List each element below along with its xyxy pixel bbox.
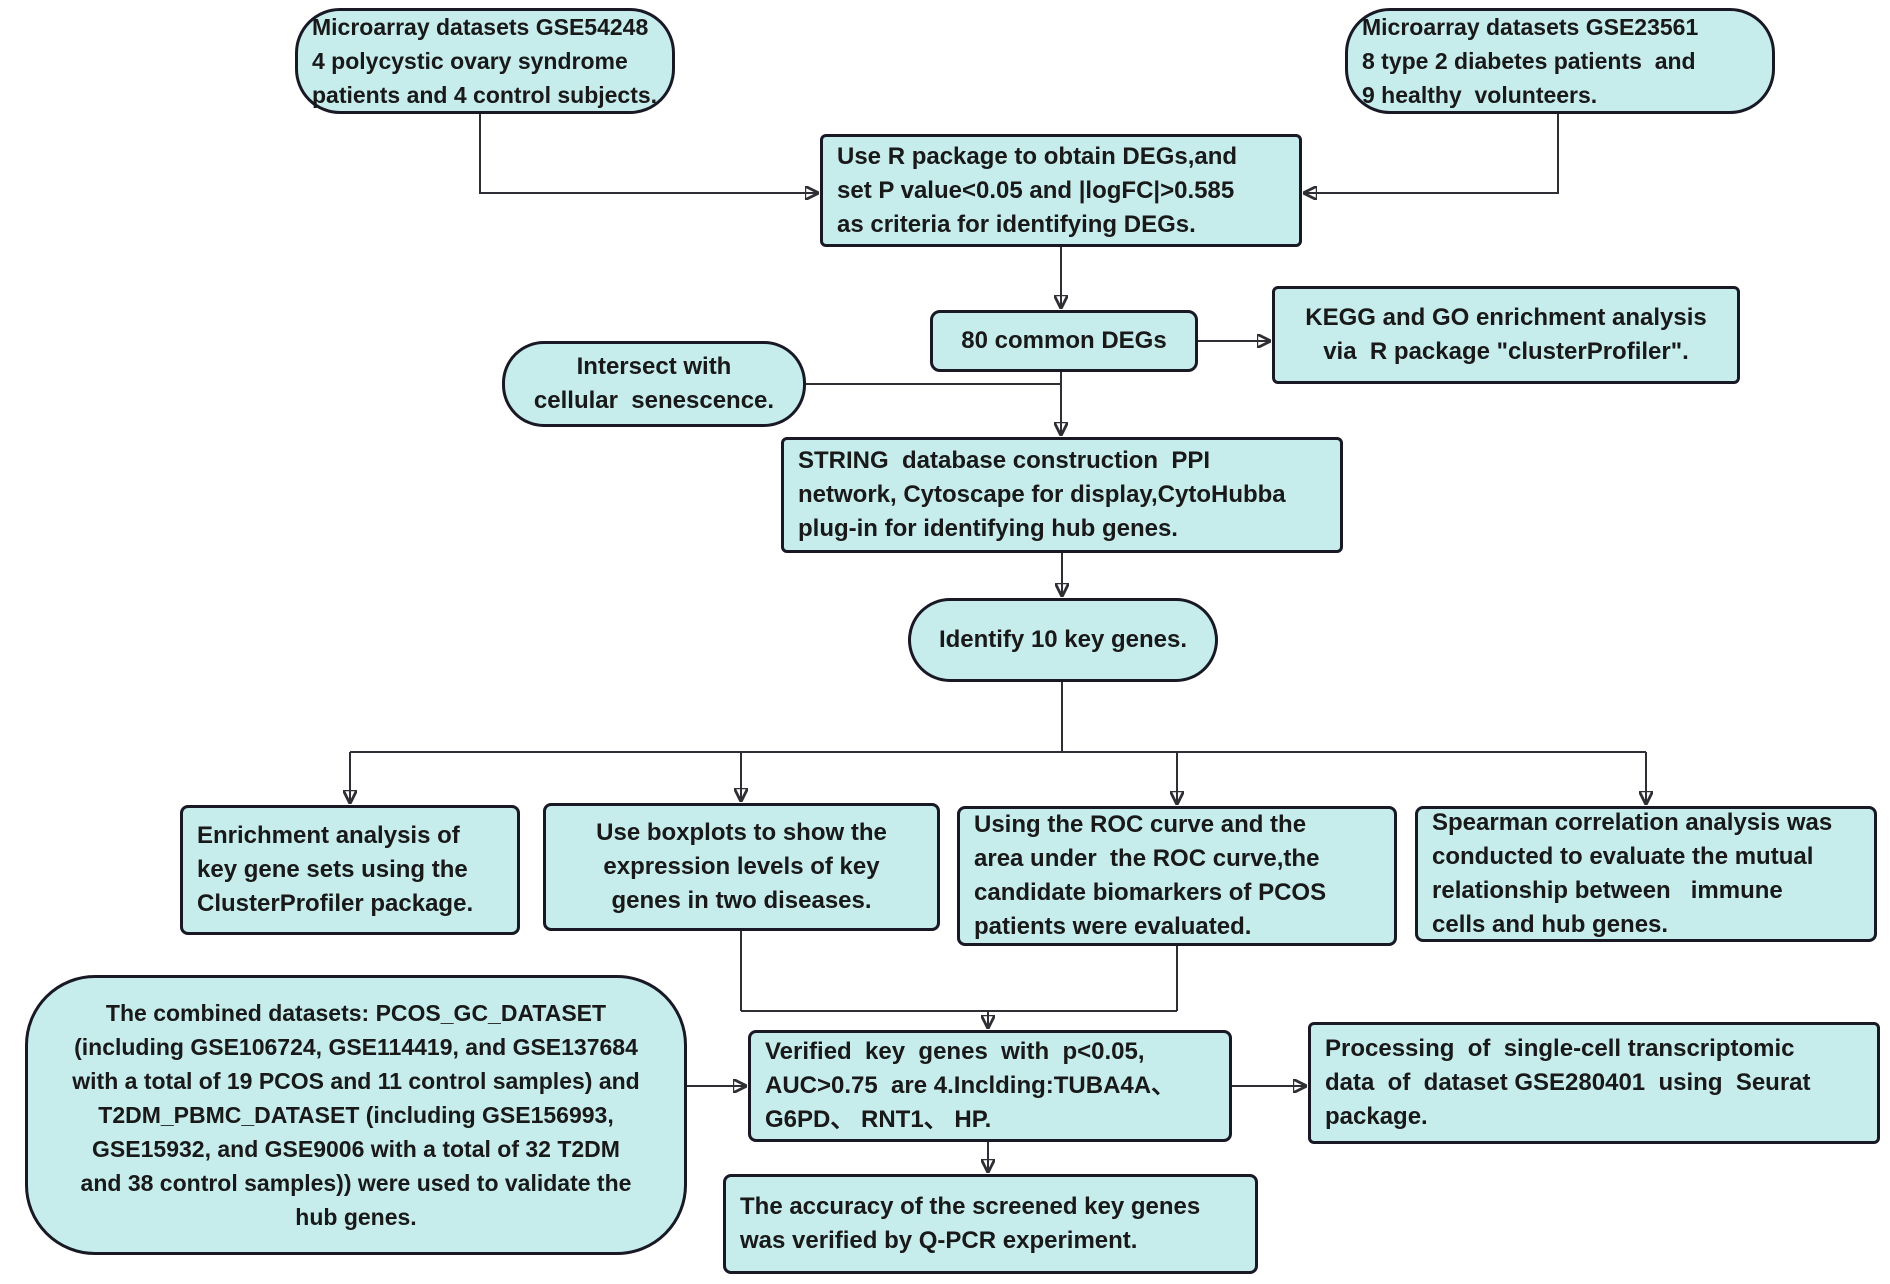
node-text-line: Use boxplots to show the: [596, 819, 887, 846]
node-text-line: Microarray datasets GSE23561: [1362, 14, 1699, 40]
node-text-line: area under the ROC curve,the: [974, 845, 1320, 872]
node-text-line: KEGG and GO enrichment analysis: [1305, 304, 1707, 331]
node-text-line: Enrichment analysis of: [197, 822, 460, 849]
node-text-line: Using the ROC curve and the: [974, 811, 1307, 838]
node-text-line: 80 common DEGs: [961, 327, 1167, 354]
node-text-line: conducted to evaluate the mutual: [1432, 843, 1814, 870]
node-text-line: cells and hub genes.: [1432, 911, 1669, 938]
node-text-line: The accuracy of the screened key genes: [740, 1193, 1201, 1220]
node-80-common-degs: 80 common DEGs: [930, 310, 1198, 372]
node-text-line: patients and 4 control subjects.: [312, 82, 658, 108]
node-text-line: with a total of 19 PCOS and 11 control s…: [72, 1068, 640, 1094]
node-identify-key-genes: Identify 10 key genes.: [908, 598, 1218, 682]
node-text-line: STRING database construction PPI: [798, 447, 1211, 474]
node-text-line: package.: [1325, 1103, 1428, 1130]
node-text-line: expression levels of key: [603, 853, 880, 880]
node-text-line: ClusterProfiler package.: [197, 890, 474, 917]
node-text-line: candidate biomarkers of PCOS: [974, 879, 1327, 906]
node-text-line: T2DM_PBMC_DATASET (including GSE156993,: [98, 1102, 614, 1128]
node-text-line: Processing of single-cell transcriptomic: [1325, 1035, 1795, 1062]
node-string-ppi: STRING database construction PPI network…: [781, 437, 1343, 553]
node-text-line: set P value<0.05 and |logFC|>0.585: [837, 176, 1235, 204]
node-text-line: was verified by Q-PCR experiment.: [740, 1227, 1138, 1254]
node-text-line: as criteria for identifying DEGs.: [837, 210, 1196, 238]
node-text-line: Verified key genes with p<0.05,: [765, 1038, 1145, 1065]
node-text-line: genes in two diseases.: [611, 887, 872, 914]
node-text-line: hub genes.: [295, 1204, 417, 1230]
node-roc-curve: Using the ROC curve and the area under t…: [957, 806, 1397, 946]
node-microarray-gse54248: Microarray datasets GSE54248 4 polycysti…: [295, 8, 675, 114]
node-text-line: patients were evaluated.: [974, 913, 1252, 940]
node-text-line: Microarray datasets GSE54248: [312, 14, 649, 40]
node-text-line: via R package "clusterProfiler".: [1323, 338, 1689, 365]
node-text-line: AUC>0.75 are 4.Inclding:TUBA4A、: [765, 1072, 1176, 1099]
node-text-line: cellular senescence.: [533, 387, 775, 414]
node-intersect-senescence: Intersect with cellular senescence.: [502, 341, 806, 427]
node-text-line: (including GSE106724, GSE114419, and GSE…: [74, 1034, 638, 1060]
node-text-line: relationship between immune: [1432, 877, 1783, 904]
node-combined-datasets: The combined datasets: PCOS_GC_DATASET (…: [25, 975, 687, 1255]
node-text-line: and 38 control samples)) were used to va…: [80, 1170, 632, 1196]
node-text-line: GSE15932, and GSE9006 with a total of 32…: [92, 1136, 620, 1162]
node-text-line: key gene sets using the: [197, 856, 468, 883]
connector-gse23561-to-deg: [1306, 114, 1559, 193]
node-text-line: 4 polycystic ovary syndrome: [312, 48, 628, 74]
node-text-line: Spearman correlation analysis was: [1432, 809, 1833, 836]
node-text-line: The combined datasets: PCOS_GC_DATASET: [105, 1000, 607, 1026]
node-text-line: G6PD、 RNT1、 HP.: [765, 1106, 992, 1133]
node-deg-criteria: Use R package to obtain DEGs,and set P v…: [820, 134, 1302, 247]
connector-gse54248-to-deg: [479, 114, 816, 193]
node-text-line: network, Cytoscape for display,CytoHubba: [798, 481, 1286, 508]
node-text-line: plug-in for identifying hub genes.: [798, 515, 1178, 542]
node-text-line: 8 type 2 diabetes patients and: [1362, 48, 1696, 74]
node-text-line: Identify 10 key genes.: [938, 626, 1188, 653]
node-text-line: Use R package to obtain DEGs,and: [837, 142, 1238, 170]
node-enrichment-analysis: Enrichment analysis of key gene sets usi…: [180, 805, 520, 935]
node-spearman: Spearman correlation analysis was conduc…: [1415, 806, 1877, 942]
node-verified-key-genes: Verified key genes with p<0.05, AUC>0.75…: [748, 1030, 1232, 1142]
node-text-line: Intersect with: [576, 353, 732, 380]
node-qpcr-validation: The accuracy of the screened key genes w…: [723, 1174, 1258, 1274]
node-microarray-gse23561: Microarray datasets GSE23561 8 type 2 di…: [1345, 8, 1775, 114]
node-text-line: data of dataset GSE280401 using Seurat: [1325, 1069, 1811, 1096]
node-kegg-go-enrichment: KEGG and GO enrichment analysis via R pa…: [1272, 286, 1740, 384]
node-text-line: 9 healthy volunteers.: [1362, 82, 1598, 108]
node-boxplots: Use boxplots to show the expression leve…: [543, 803, 940, 931]
node-single-cell-processing: Processing of single-cell transcriptomic…: [1308, 1022, 1880, 1144]
